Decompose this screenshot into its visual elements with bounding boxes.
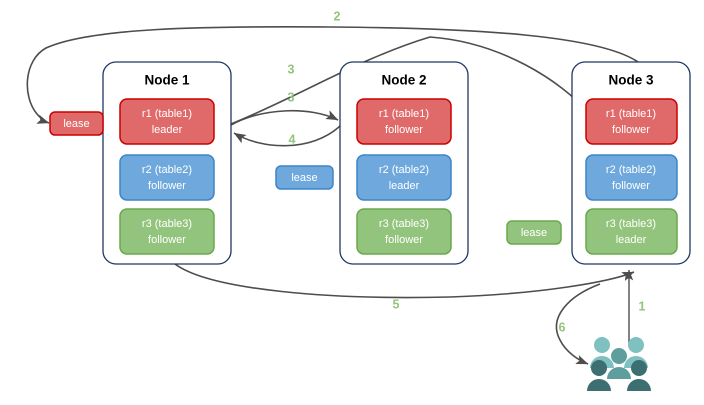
replica-n3r1-line2: follower	[612, 124, 650, 136]
user-front-right-icon	[627, 360, 651, 391]
replica-n2r2[interactable]: r2 (table2) leader	[356, 154, 452, 201]
user-front-left-icon	[587, 360, 611, 391]
replica-n3r2[interactable]: r2 (table2) follower	[585, 154, 678, 201]
edge-6-path	[555, 283, 601, 365]
lease-green-label: lease	[521, 227, 547, 239]
replica-n2r3-line1: r3 (table3)	[379, 218, 429, 230]
node1-title: Node 1	[144, 73, 190, 88]
replica-n3r3-line2: leader	[616, 234, 647, 246]
replica-n3r2-line1: r2 (table2)	[606, 164, 656, 176]
edge-3-lower-path	[230, 109, 339, 126]
edge-label-3a: 3	[288, 62, 295, 76]
replica-n1r2[interactable]: r2 (table2) follower	[119, 154, 215, 201]
replica-n2r1-box[interactable]	[356, 98, 452, 145]
replica-n2r1[interactable]: r1 (table1) follower	[356, 98, 452, 145]
edge-3-upper-path	[230, 36, 591, 125]
lease-green[interactable]: lease	[506, 220, 562, 245]
replica-n2r2-line1: r2 (table2)	[379, 164, 429, 176]
replica-n1r3-line2: follower	[148, 234, 186, 246]
users-group-icon	[587, 337, 651, 391]
lease-blue[interactable]: lease	[275, 165, 334, 190]
replica-n2r2-box[interactable]	[356, 154, 452, 201]
edge-5-path	[174, 263, 635, 299]
lease-green-box[interactable]	[506, 220, 562, 245]
edge-label-6: 6	[559, 320, 566, 334]
replica-n1r1[interactable]: r1 (table1) leader	[119, 98, 215, 145]
replica-n2r1-line1: r1 (table1)	[379, 108, 429, 120]
node3-title: Node 3	[608, 73, 654, 88]
user-middle-icon	[607, 348, 631, 379]
replica-n1r1-line2: leader	[152, 124, 183, 136]
replica-n3r3[interactable]: r3 (table3) leader	[585, 208, 678, 255]
replica-n3r1[interactable]: r1 (table1) follower	[585, 98, 678, 145]
replica-n2r1-line2: follower	[385, 124, 423, 136]
replica-n3r1-line1: r1 (table1)	[606, 108, 656, 120]
lease-blue-label: lease	[291, 172, 317, 184]
replica-n1r1-line1: r1 (table1)	[142, 108, 192, 120]
replica-n1r3-line1: r3 (table3)	[142, 218, 192, 230]
edge-label-4: 4	[289, 132, 296, 146]
replica-n3r3-box[interactable]	[585, 208, 678, 255]
node-node1[interactable]: Node 1 r1 (table1) leader r2 (table2) fo…	[102, 61, 232, 265]
lease-red[interactable]: lease	[49, 111, 104, 136]
lease-red-label: lease	[63, 118, 89, 130]
replica-n2r2-line2: leader	[389, 180, 420, 192]
node-node2[interactable]: Node 2 r1 (table1) follower r2 (table2) …	[339, 61, 469, 265]
replica-n1r2-line1: r2 (table2)	[142, 164, 192, 176]
edge-2-path	[26, 25, 639, 124]
replica-n3r2-box[interactable]	[585, 154, 678, 201]
replica-n3r1-box[interactable]	[585, 98, 678, 145]
edge-4-path	[233, 125, 341, 147]
edge-label-5: 5	[393, 297, 400, 311]
replica-n2r3[interactable]: r3 (table3) follower	[356, 208, 452, 255]
edge-label-1: 1	[639, 299, 646, 313]
lease-blue-box[interactable]	[275, 165, 334, 190]
node2-title: Node 2	[381, 73, 426, 88]
replica-n1r2-box[interactable]	[119, 154, 215, 201]
replica-n2r3-line2: follower	[385, 234, 423, 246]
lease-red-box[interactable]	[49, 111, 104, 136]
node-node3[interactable]: Node 3 r1 (table1) follower r2 (table2) …	[571, 61, 691, 265]
replica-n2r3-box[interactable]	[356, 208, 452, 255]
replica-n1r3[interactable]: r3 (table3) follower	[119, 208, 215, 255]
replica-n1r2-line2: follower	[148, 180, 186, 192]
replica-n1r3-box[interactable]	[119, 208, 215, 255]
edge-label-3b: 3	[288, 90, 295, 104]
edge-label-2: 2	[334, 9, 341, 23]
replica-n1r1-box[interactable]	[119, 98, 215, 145]
replica-n3r3-line1: r3 (table3)	[606, 218, 656, 230]
replica-n3r2-line2: follower	[612, 180, 650, 192]
